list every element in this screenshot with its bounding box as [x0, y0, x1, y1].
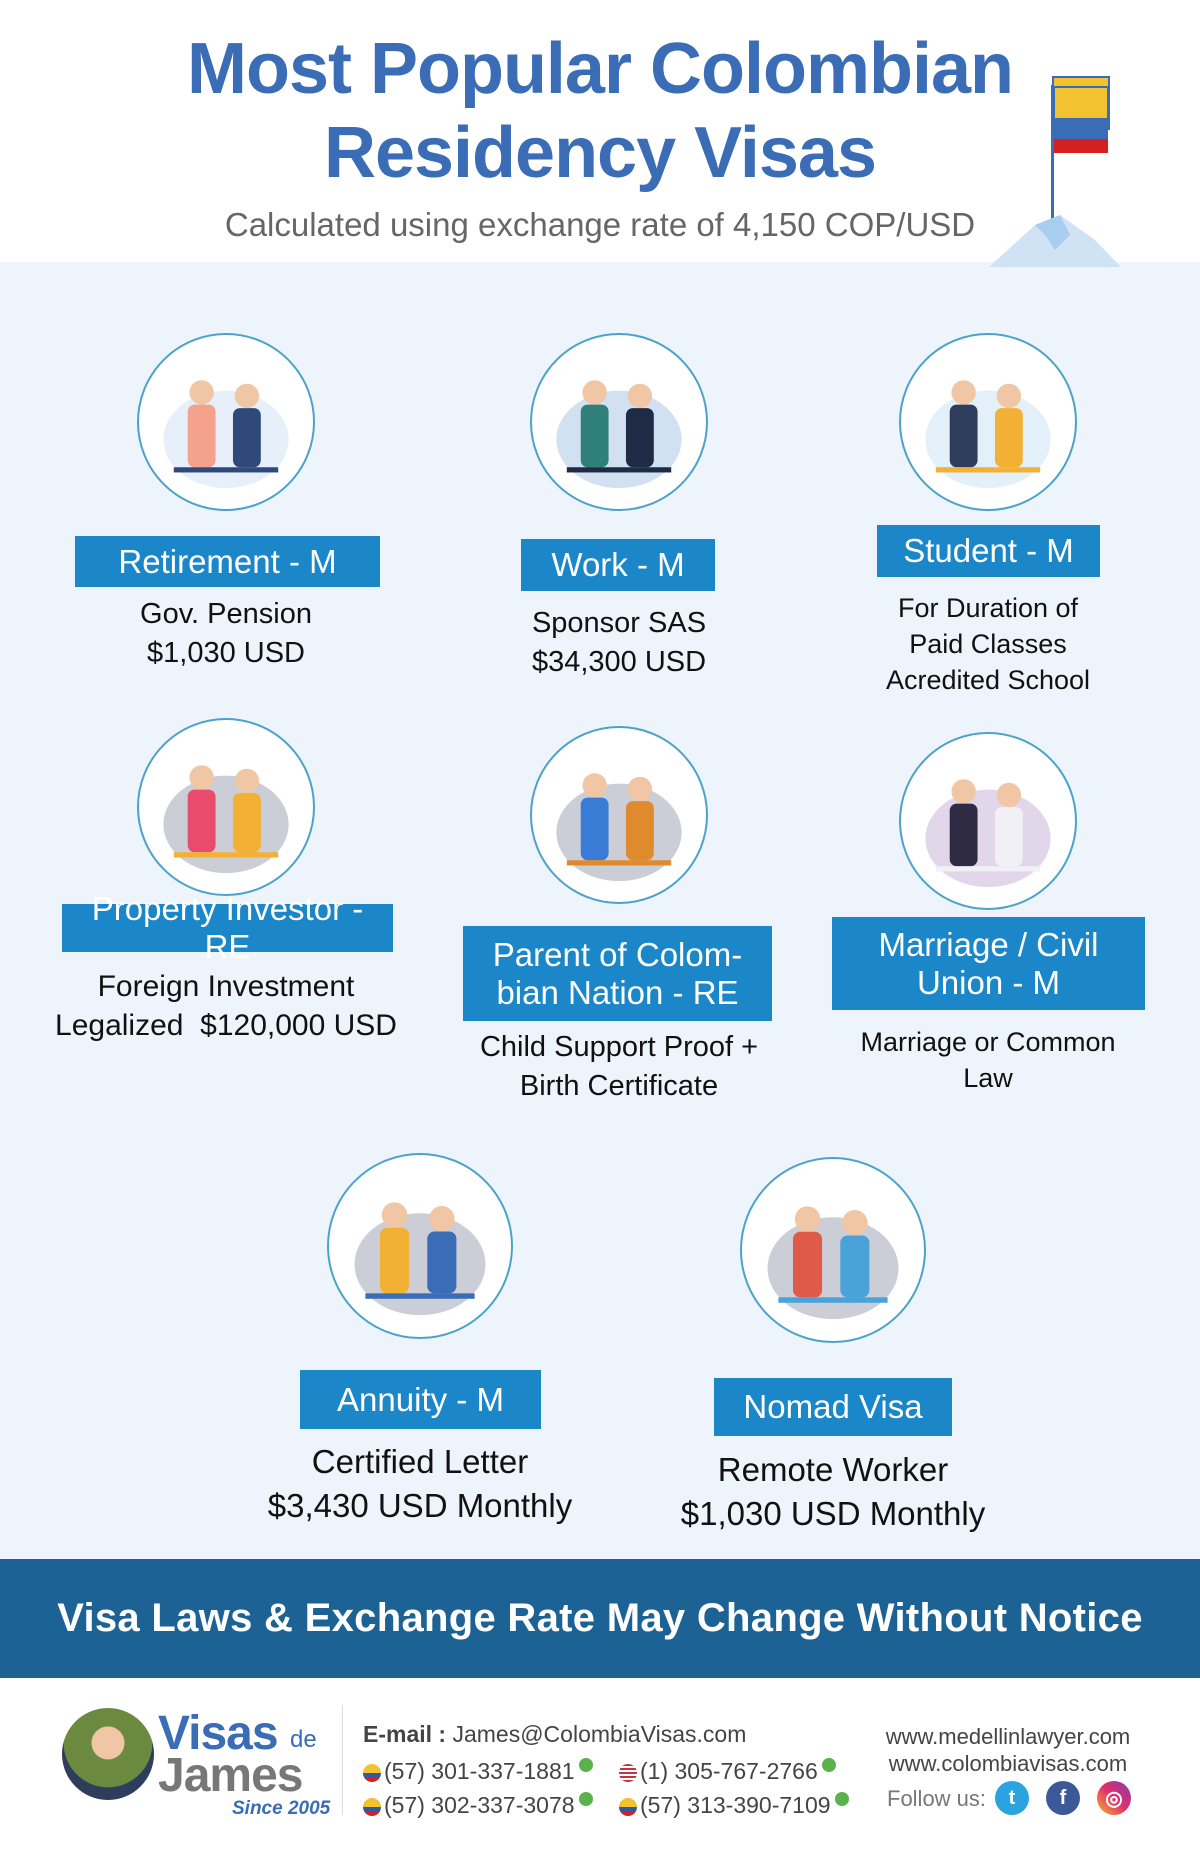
visa-label: Retirement - M [75, 536, 380, 587]
wedding-couple-icon [899, 732, 1077, 910]
email-label: E-mail : [363, 1721, 447, 1747]
family-house-icon [530, 726, 708, 904]
visa-label: Student - M [877, 525, 1100, 577]
website-link-1[interactable]: www.medellinlawyer.com [885, 1724, 1131, 1749]
visa-description: Remote Worker $1,030 USD Monthly [633, 1448, 1033, 1536]
visa-description: Gov. Pension $1,030 USD [26, 595, 426, 673]
remote-worker-icon [740, 1157, 926, 1343]
visa-description-line: Sponsor SAS [531, 607, 707, 639]
brand-james: James [158, 1749, 303, 1802]
facebook-icon[interactable]: f [1046, 1781, 1080, 1815]
visa-description-line: $1,030 USD [147, 637, 305, 669]
visa-description-line: Legalized $120,000 USD [55, 1009, 397, 1042]
visa-label: Property Investor - RE [62, 890, 393, 965]
visa-label-line: Parent of Colom- [492, 935, 743, 973]
workers-icon [530, 333, 708, 511]
brand-de: de [290, 1726, 317, 1753]
visa-description: Certified Letter $3,430 USD Monthly [220, 1440, 620, 1528]
property-investment-icon [137, 718, 315, 896]
visa-description-line: Paid Classes [909, 629, 1067, 659]
subtitle: Calculated using exchange rate of 4,150 … [224, 206, 976, 243]
colombia-flag-icon [619, 1797, 637, 1816]
colombia-flag-icon [363, 1797, 381, 1816]
colombia-flag-icon [363, 1763, 381, 1782]
phone-3[interactable]: (57) 302-337-3078 [363, 1792, 593, 1819]
visa-description-line: $34,300 USD [531, 646, 707, 678]
visa-label-line: bian Nation - RE [496, 973, 739, 1011]
visa-description-line: Certified Letter [311, 1443, 529, 1480]
visa-description-line: $1,030 USD Monthly [680, 1495, 986, 1532]
whatsapp-icon [578, 1758, 593, 1772]
visa-description-line: Remote Worker [717, 1451, 949, 1488]
retirement-couple-icon [137, 333, 315, 511]
visa-description: Sponsor SAS $34,300 USD [419, 604, 819, 682]
brand-visas: Visas [158, 1707, 279, 1760]
instagram-icon[interactable]: ◎ [1097, 1781, 1131, 1815]
visa-description-line: Law [963, 1063, 1013, 1093]
whatsapp-icon [578, 1792, 593, 1806]
visa-description-line: Birth Certificate [519, 1070, 719, 1102]
graduation-icon [899, 333, 1077, 511]
footer-divider [342, 1705, 343, 1815]
whatsapp-icon [821, 1758, 836, 1772]
email-link[interactable]: James@ColombiaVisas.com [452, 1721, 747, 1747]
visa-description-line: $3,430 USD Monthly [267, 1487, 573, 1524]
visa-label: Nomad Visa [714, 1378, 952, 1436]
twitter-icon[interactable]: t [995, 1781, 1029, 1815]
whatsapp-icon [834, 1792, 849, 1806]
colombian-flag-icon [989, 76, 1121, 267]
visa-label-line: Union - M [916, 963, 1061, 1001]
visa-label: Parent of Colom-bian Nation - RE [463, 926, 772, 1021]
avatar [62, 1708, 154, 1800]
visa-description-line: Foreign Investment [97, 970, 355, 1003]
visa-description: Child Support Proof + Birth Certificate [419, 1028, 819, 1106]
phone-4[interactable]: (57) 313-390-7109 [619, 1792, 849, 1819]
visa-label: Work - M [521, 539, 715, 591]
title-line-2: Residency Visas [323, 113, 877, 193]
us-flag-icon [619, 1763, 637, 1782]
visa-description-line: Gov. Pension [140, 598, 312, 630]
brand-since: Since 2005 [232, 1798, 331, 1819]
visa-description-line: Child Support Proof + [479, 1031, 759, 1063]
follow-label: Follow us: [887, 1786, 987, 1811]
annuity-growth-icon [327, 1153, 513, 1339]
visa-description-line: Marriage or Common [860, 1027, 1116, 1057]
visa-label: Annuity - M [300, 1370, 541, 1429]
visa-description-line: For Duration of [897, 593, 1079, 623]
website-link-2[interactable]: www.colombiavisas.com [888, 1751, 1128, 1776]
phone-1[interactable]: (57) 301-337-1881 [363, 1758, 593, 1785]
visa-label-line: Marriage / Civil [878, 925, 1099, 963]
notice-banner: Visa Laws & Exchange Rate May Change Wit… [0, 1559, 1200, 1678]
phone-2[interactable]: (1) 305-767-2766 [619, 1758, 836, 1785]
visa-description-line: Acredited School [885, 665, 1091, 695]
title-line-1: Most Popular Colombian [186, 29, 1014, 109]
